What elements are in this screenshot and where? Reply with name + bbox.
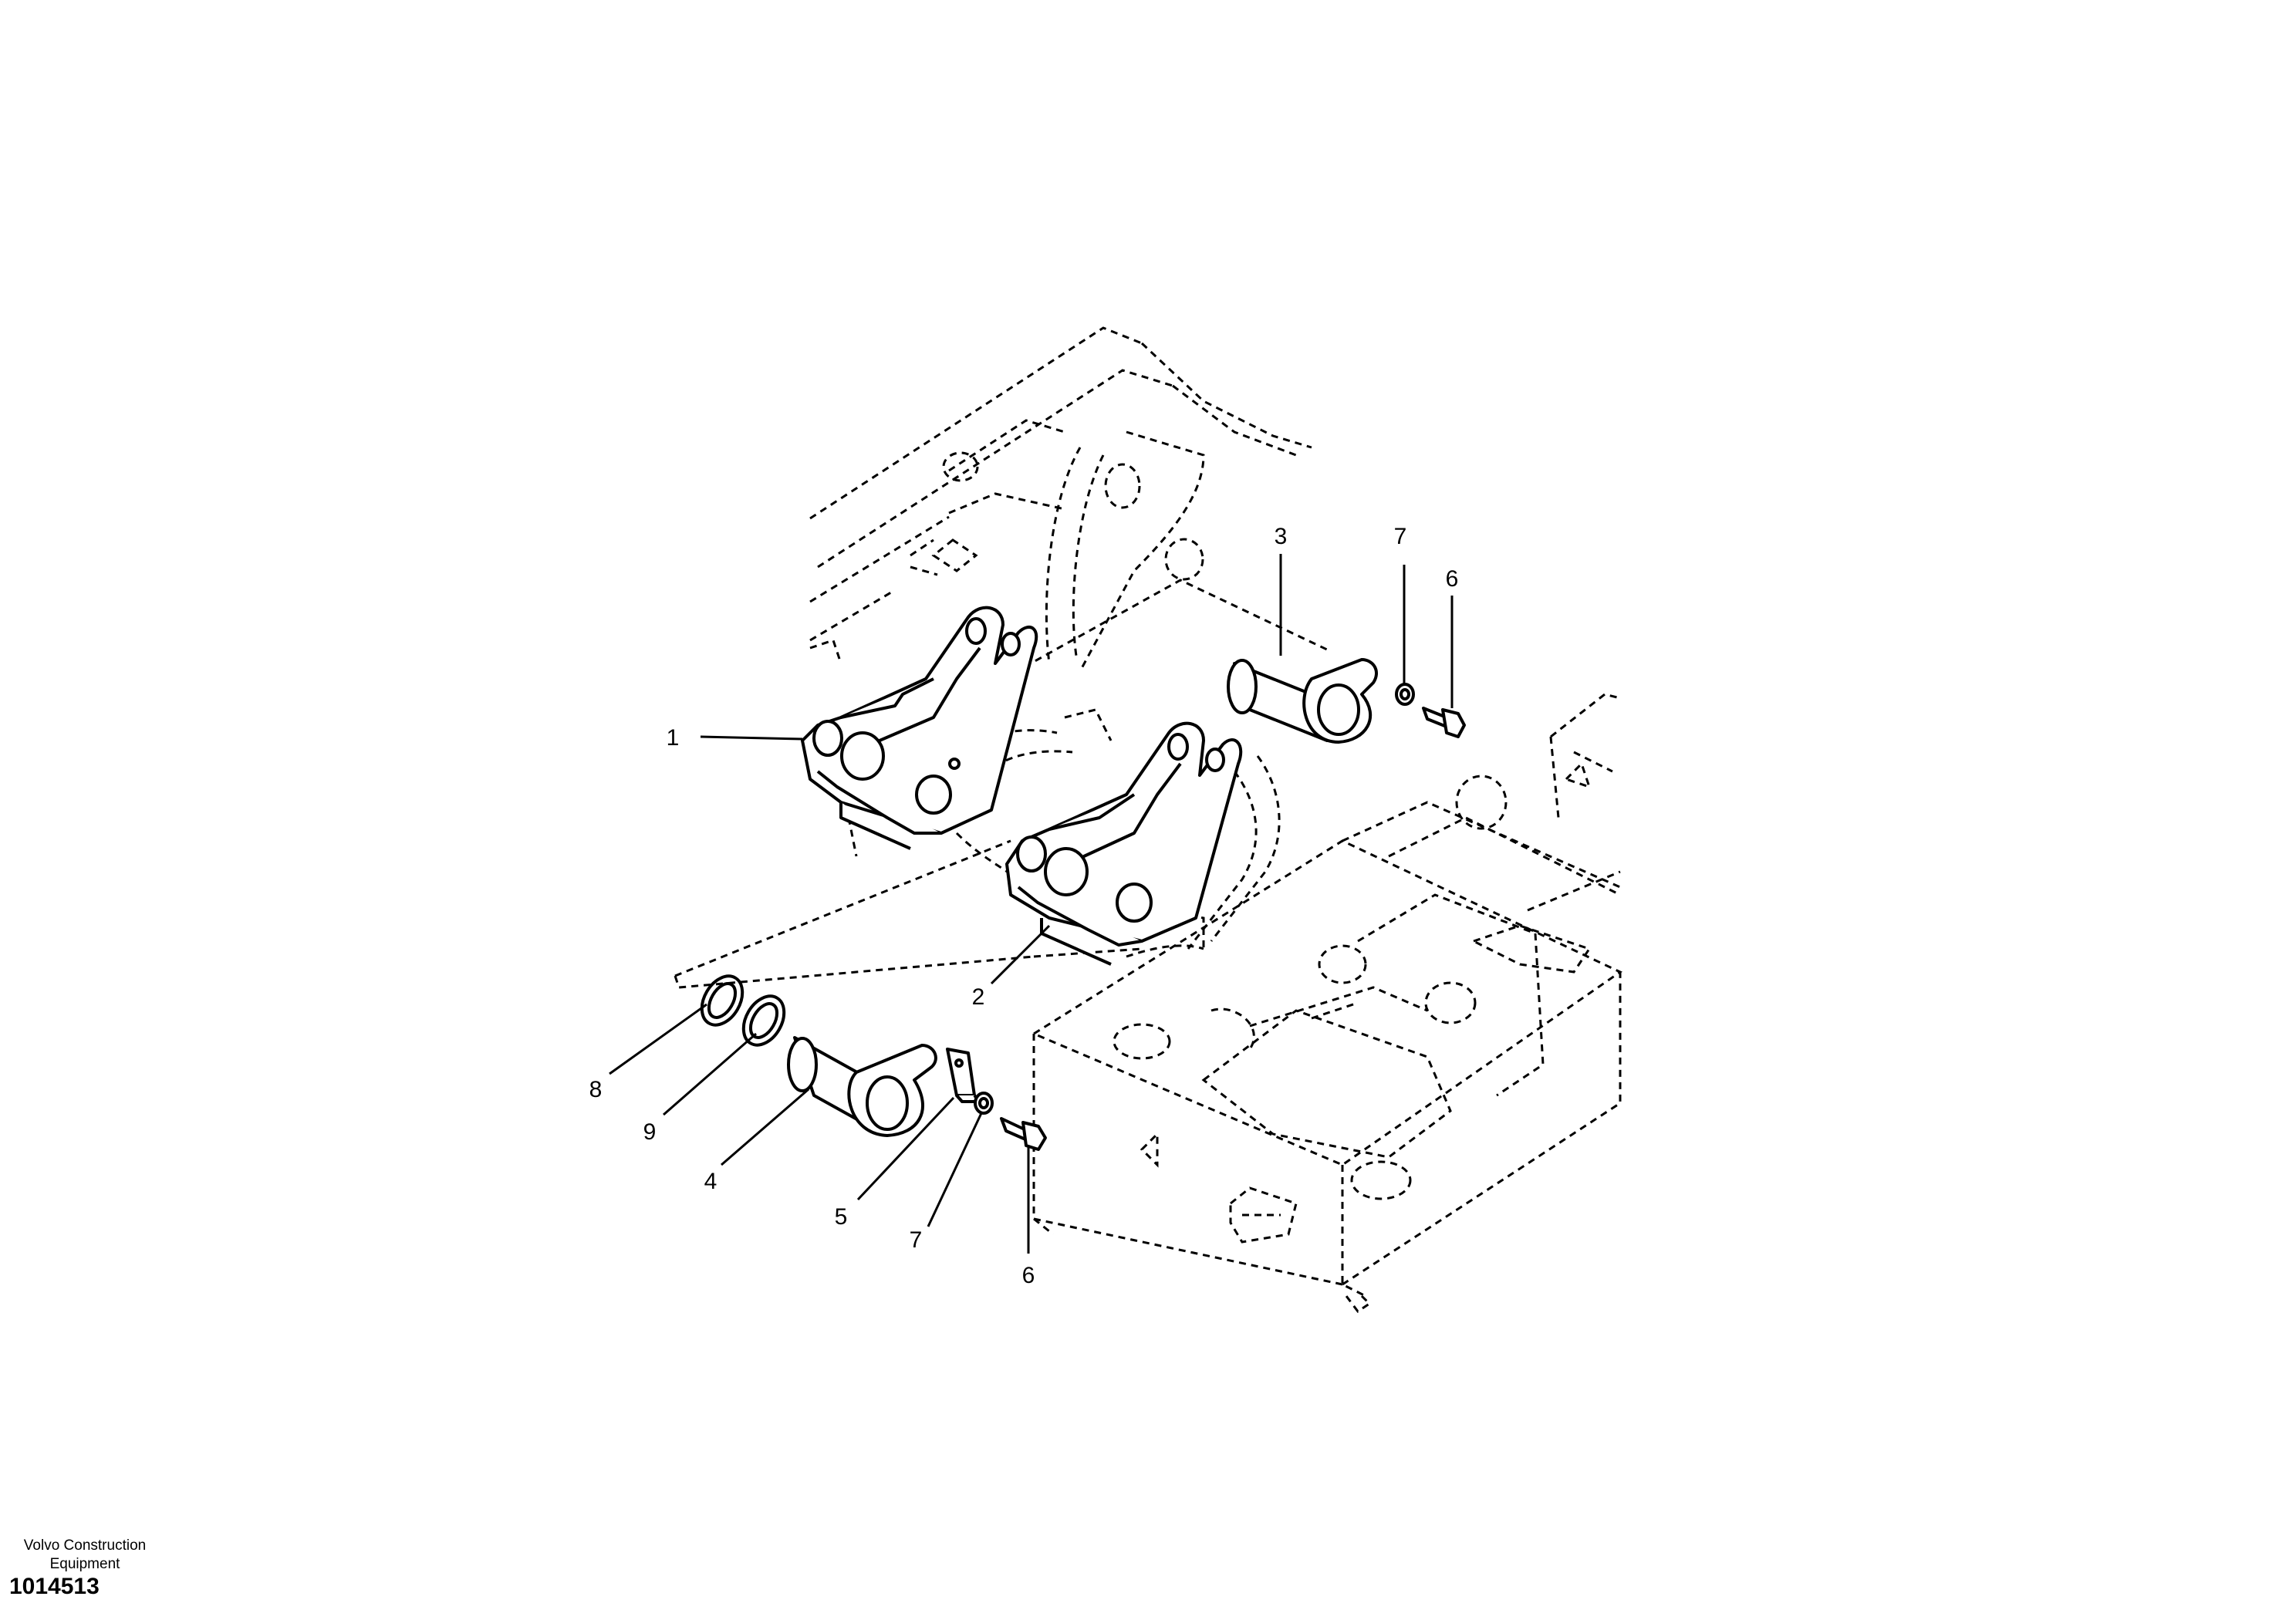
callout-1: 1 xyxy=(667,725,680,751)
company-caption: Volvo Construction Equipment xyxy=(8,1537,162,1574)
part-5-lock-plate xyxy=(946,1048,981,1103)
part-7-washer-upper xyxy=(1395,683,1415,706)
callout-9: 9 xyxy=(643,1119,657,1145)
callout-4: 4 xyxy=(704,1169,718,1194)
callout-7-lower: 7 xyxy=(910,1227,923,1253)
callout-6-lower: 6 xyxy=(1022,1263,1035,1288)
callout-7-upper: 7 xyxy=(1394,524,1407,549)
leader-1 xyxy=(700,735,803,741)
part-7-washer-lower xyxy=(974,1092,994,1115)
leader-9 xyxy=(663,1032,757,1116)
leader-2 xyxy=(990,924,1051,985)
company-line-1: Volvo Construction xyxy=(23,1537,147,1554)
part-2-bracket xyxy=(1005,721,1243,966)
part-1-bracket xyxy=(801,606,1038,850)
leader-7b xyxy=(927,1112,983,1227)
leader-lines xyxy=(609,554,1454,1254)
company-line-2: Equipment xyxy=(49,1556,120,1572)
part-9-ring xyxy=(741,994,786,1047)
part-3-pin xyxy=(1227,658,1378,744)
leader-4 xyxy=(721,1088,809,1166)
callout-labels: 1 2 3 4 5 6 6 7 7 8 9 xyxy=(589,524,1459,1288)
part-4-pin xyxy=(787,1036,937,1137)
part-6-bolt-lower xyxy=(1000,1117,1047,1151)
part-6-bolt-upper xyxy=(1422,707,1466,738)
callout-3: 3 xyxy=(1275,524,1288,549)
callout-8: 8 xyxy=(589,1077,603,1102)
callout-5: 5 xyxy=(835,1204,848,1230)
leader-8 xyxy=(609,1003,707,1075)
figure-id: 1014513 xyxy=(9,1574,100,1599)
callout-2: 2 xyxy=(972,984,985,1010)
part-8-ring xyxy=(700,974,745,1027)
callout-6-upper: 6 xyxy=(1446,566,1459,592)
leader-5 xyxy=(856,1096,955,1201)
